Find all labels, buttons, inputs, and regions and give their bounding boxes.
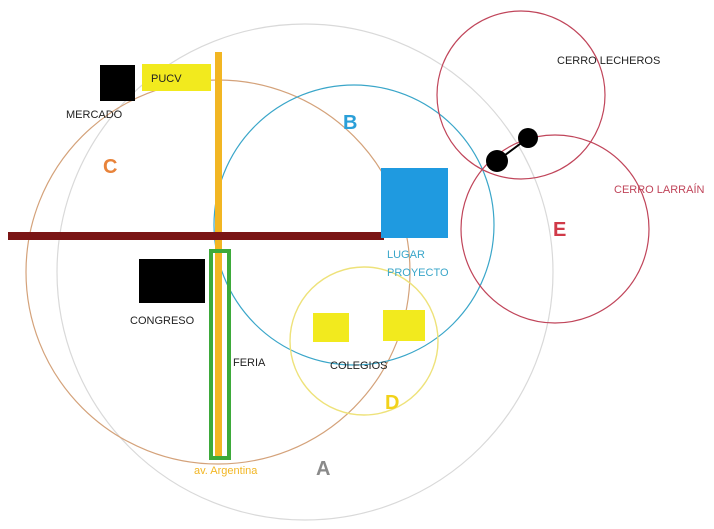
circle-d (289, 266, 439, 416)
hill-node-2 (518, 128, 538, 148)
pucv-label: PUCV (151, 73, 182, 85)
zone-d-label: D (385, 392, 399, 414)
zone-a-label: A (316, 458, 330, 480)
cerro-lecheros-label: CERRO LECHEROS (557, 55, 660, 67)
zone-e-label: E (553, 219, 566, 241)
zone-b-label: B (343, 112, 357, 134)
lugar-proyecto-label-1: LUGAR (387, 249, 425, 261)
av-argentina-label: av. Argentina (194, 465, 258, 477)
hill-node-1 (486, 150, 508, 172)
cerro-larrain-label: CERRO LARRAÍN (614, 183, 705, 196)
feria-label: FERIA (233, 357, 266, 369)
circle-cerro-lecheros (436, 10, 606, 180)
zone-c-label: C (103, 156, 117, 178)
mercado-label: MERCADO (66, 109, 123, 121)
congreso-block (139, 259, 205, 303)
main-road (8, 232, 384, 240)
lugar-proyecto-block (381, 168, 448, 238)
colegio-block-2 (383, 310, 425, 341)
circle-e (460, 134, 650, 324)
circle-a (56, 23, 554, 521)
congreso-label: CONGRESO (130, 315, 195, 327)
colegios-label: COLEGIOS (330, 360, 387, 372)
feria-strip (209, 249, 231, 460)
pucv-block (142, 64, 211, 91)
colegio-block-1 (313, 313, 349, 342)
avenue-argentina-line (215, 52, 222, 460)
circle-b (213, 84, 495, 366)
mercado-block (100, 65, 135, 101)
lugar-proyecto-label-2: PROYECTO (387, 267, 449, 279)
